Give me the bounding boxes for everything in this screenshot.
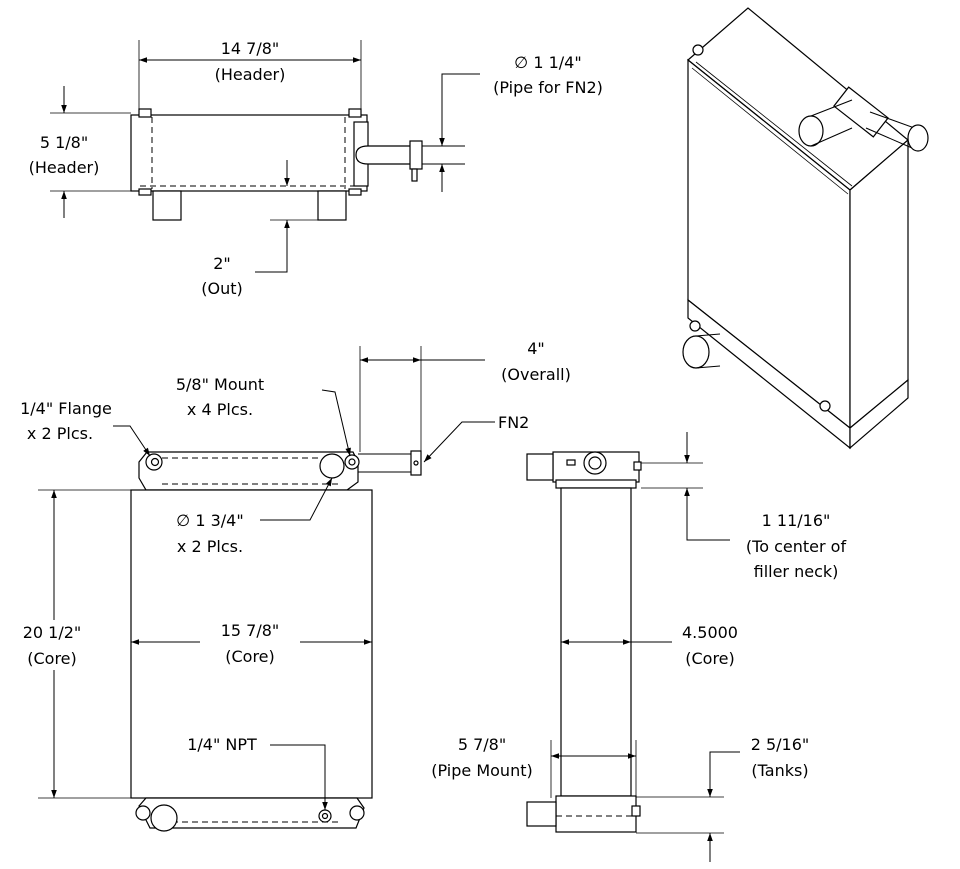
overall-note: (Overall)	[501, 365, 571, 384]
core-height-note: (Core)	[27, 649, 77, 668]
pipe-mount-label: 5 7/8"	[458, 735, 506, 754]
pipe-dia-label: ∅ 1 1/4"	[514, 53, 581, 72]
header-height-note: (Header)	[29, 158, 100, 177]
fn2-label: FN2	[498, 413, 529, 432]
outlet-dia-note: x 2 Plcs.	[177, 537, 243, 556]
header-height-label: 5 1/8"	[40, 133, 88, 152]
pipe-dia-note: (Pipe for FN2)	[493, 78, 603, 97]
iso-bottom-pipe	[682, 335, 710, 369]
side-view: 1 11/16" (To center of filler neck) 4.50…	[431, 432, 846, 862]
filler-note-1: (To center of	[746, 537, 847, 556]
side-bottom-tank	[555, 795, 637, 833]
front-bottom-tank	[138, 797, 365, 829]
outlet-circle	[319, 453, 345, 479]
core-depth-label: 4.5000	[682, 623, 738, 642]
core-depth-note: (Core)	[685, 649, 735, 668]
bottom-outlet-circle	[150, 804, 178, 832]
filler-label: 1 11/16"	[762, 511, 831, 530]
fn2-pipe	[355, 145, 413, 165]
pipe-mount-note: (Pipe Mount)	[431, 761, 532, 780]
npt-label: 1/4" NPT	[187, 735, 257, 754]
tanks-label: 2 5/16"	[751, 735, 810, 754]
flange-label: 1/4" Flange	[20, 399, 112, 418]
out-dim-note: (Out)	[201, 279, 243, 298]
top-view: 14 7/8" (Header) 5 1/8" (Header) ∅ 1 1/4…	[29, 39, 603, 298]
front-core	[130, 489, 373, 799]
tanks-note: (Tanks)	[751, 761, 808, 780]
iso-outlet-pipe	[798, 115, 824, 147]
iso-fn2-pipe	[907, 124, 929, 152]
out-dim-label: 2"	[213, 254, 231, 273]
filler-note-2: filler neck)	[754, 562, 839, 581]
outlet-dia-label: ∅ 1 3/4"	[176, 511, 243, 530]
header-width-note: (Header)	[215, 65, 286, 84]
header-body	[130, 114, 368, 192]
core-width-note: (Core)	[225, 647, 275, 666]
outlet-stub-right	[317, 190, 347, 221]
mount-label: 5/8" Mount	[176, 375, 264, 394]
header-width-label: 14 7/8"	[221, 39, 280, 58]
core-width-label: 15 7/8"	[221, 621, 280, 640]
iso-side-face	[849, 138, 909, 430]
overall-label: 4"	[527, 339, 545, 358]
core-height-label: 20 1/2"	[23, 623, 82, 642]
mount-note: x 4 Plcs.	[187, 400, 253, 419]
isometric-view	[682, 7, 929, 450]
flange-note: x 2 Plcs.	[27, 424, 93, 443]
outlet-stub-left	[152, 190, 182, 221]
front-view: 4" (Overall) 5/8" Mount x 4 Plcs. 1/4" F…	[20, 339, 571, 832]
